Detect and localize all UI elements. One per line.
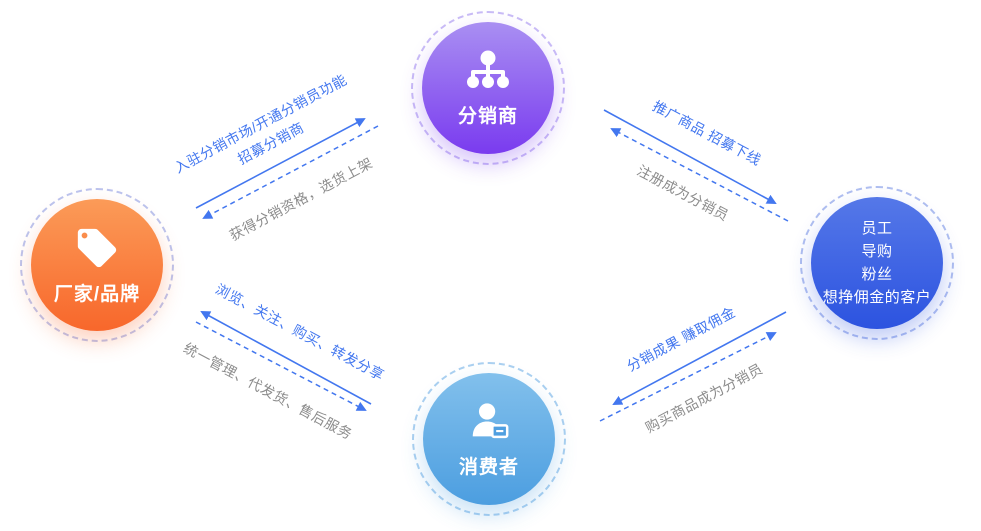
- node-promoters-circle: 员工 导购 粉丝 想挣佣金的客户: [811, 197, 943, 329]
- node-manufacturer: 厂家/品牌: [20, 188, 174, 342]
- node-consumer-label: 消费者: [458, 456, 519, 478]
- label-results-commission: 分销成果 赚取佣金: [624, 303, 738, 375]
- promoters-line-guides: 导购: [861, 242, 893, 260]
- node-consumer: 消费者: [412, 362, 566, 516]
- tag-icon: [77, 228, 117, 267]
- node-distributor-circle: 分销商: [422, 22, 554, 154]
- promoters-line-employees: 员工: [861, 219, 893, 237]
- label-buy-become-distributor: 购买商品成为分销员: [642, 360, 766, 436]
- node-distributor-label: 分销商: [457, 105, 518, 127]
- promoters-line-commission-customers: 想挣佣金的客户: [822, 289, 932, 307]
- promoters-line-fans: 粉丝: [861, 266, 893, 283]
- label-promote-recruit: 推广商品 招募下线: [650, 97, 764, 169]
- label-register-distributor: 注册成为分销员: [634, 162, 732, 224]
- node-manufacturer-label: 厂家/品牌: [53, 283, 141, 305]
- hierarchy-icon: [467, 50, 509, 88]
- node-manufacturer-circle: 厂家/品牌: [31, 199, 163, 331]
- person-card-icon: [472, 402, 509, 438]
- node-promoters: 员工 导购 粉丝 想挣佣金的客户: [800, 186, 954, 340]
- node-distributor: 分销商: [411, 11, 565, 165]
- node-consumer-circle: 消费者: [423, 373, 555, 505]
